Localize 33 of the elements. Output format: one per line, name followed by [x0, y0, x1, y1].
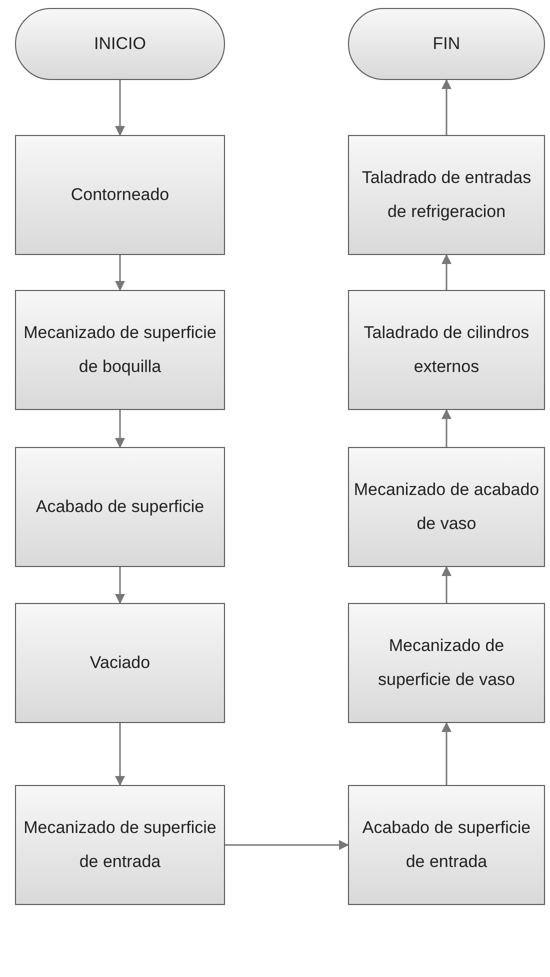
node-label: INICIO: [94, 33, 146, 55]
node-label: Acabado de superficie de entrada: [361, 817, 532, 873]
arrow: [442, 254, 452, 290]
node-label: Mecanizado de superficie de boquilla: [22, 322, 218, 378]
arrow: [442, 79, 452, 135]
arrow: [115, 723, 125, 786]
node-label: Taladrado de entradas de refrigeracion: [360, 167, 532, 223]
arrow: [115, 410, 125, 448]
node-label: Acabado de superficie: [36, 496, 204, 518]
node-label: Mecanizado de acabado de vaso: [353, 479, 540, 535]
arrow: [442, 722, 452, 785]
arrow: [225, 840, 349, 850]
node-label: Contorneado: [70, 184, 170, 206]
arrow: [115, 80, 125, 136]
node-label: Mecanizado de superficie de vaso: [376, 635, 516, 691]
process-box: [15, 785, 225, 905]
process-box: [15, 290, 225, 410]
process-box: [348, 785, 545, 905]
process-box: [348, 447, 545, 567]
process-box: [348, 135, 545, 255]
process-box: [15, 447, 225, 567]
process-box: [348, 603, 545, 723]
process-box: [15, 135, 225, 255]
process-box: [348, 290, 545, 410]
arrow: [115, 567, 125, 604]
arrow: [115, 255, 125, 291]
process-box: [15, 603, 225, 723]
node-label: Taladrado de cilindros externos: [362, 322, 530, 378]
node-label: Vaciado: [90, 652, 150, 674]
node-label: FIN: [432, 33, 460, 55]
arrow: [442, 566, 452, 603]
node-label: Mecanizado de superficie de entrada: [22, 817, 218, 873]
arrow: [442, 409, 452, 447]
